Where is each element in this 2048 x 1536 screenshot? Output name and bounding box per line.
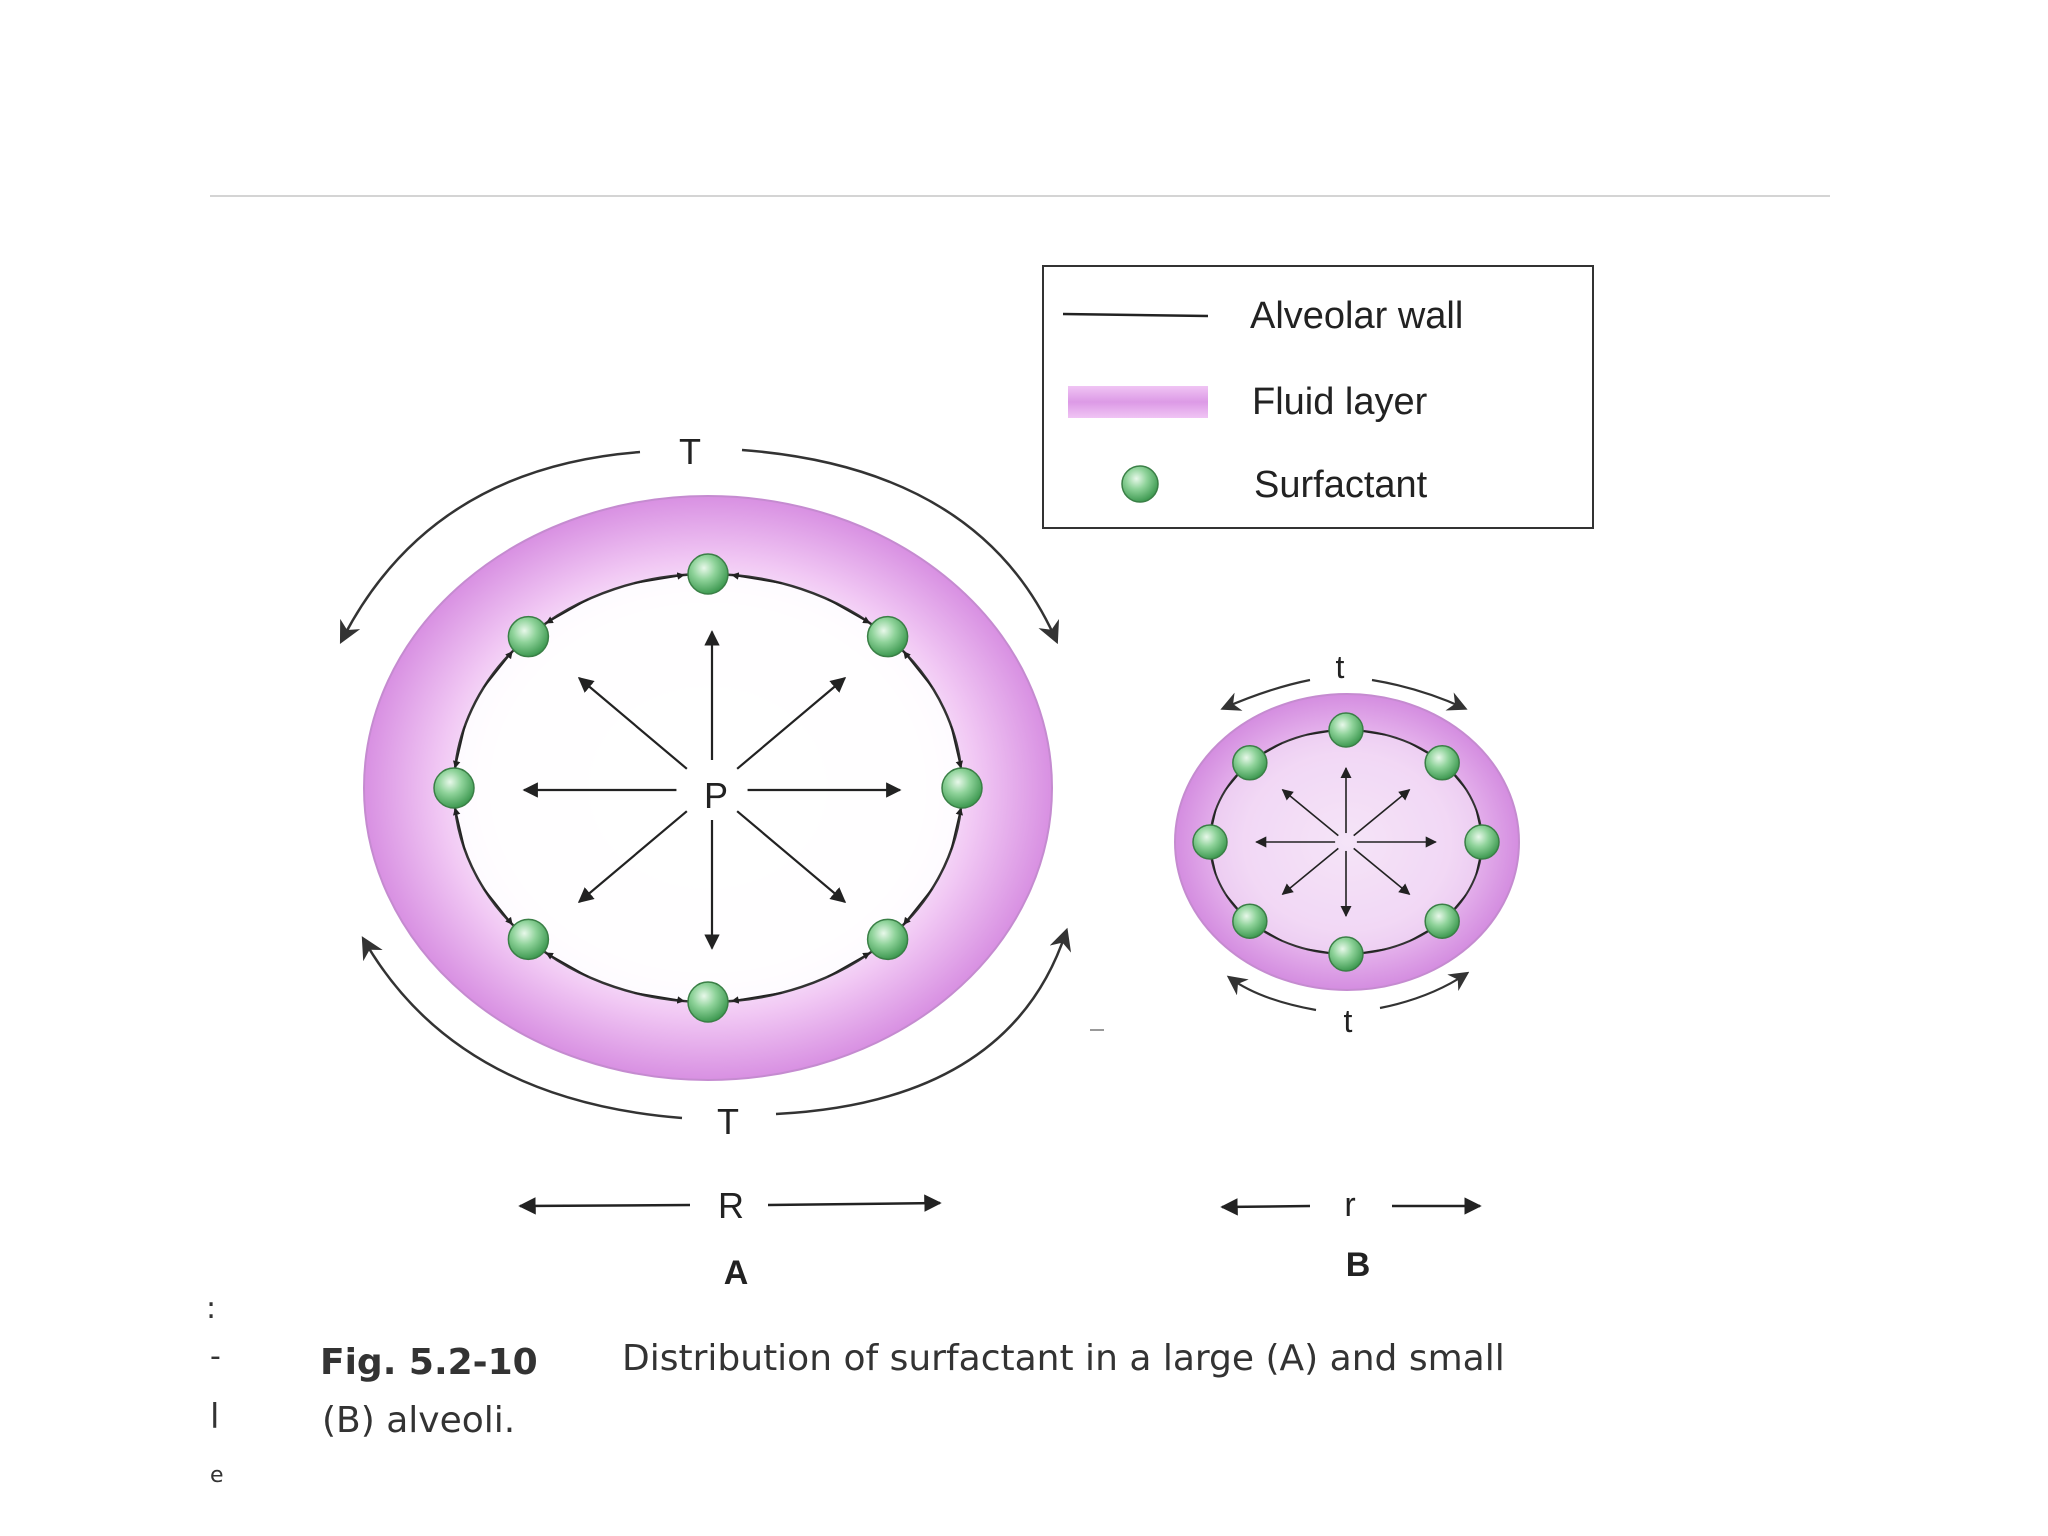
alveolus-b-surfactant xyxy=(1328,712,1364,748)
legend-wall-swatch xyxy=(1062,312,1209,318)
alveolus-b-tension-label-top: t xyxy=(1336,649,1345,685)
alveolus-a-pressure-label: P xyxy=(704,775,728,816)
alveolus-b-radius-label: r xyxy=(1344,1186,1355,1224)
alveolus-a-wall-tension-arrow xyxy=(903,651,933,688)
alveolus-b-tension-arrow-top-right xyxy=(1371,678,1468,711)
alveolus-a-wall-tension-arrow xyxy=(903,888,933,925)
alveolus-a-wall-arrows xyxy=(453,572,963,1004)
alveolus-a-pressure-arrow xyxy=(736,677,847,770)
legend: Alveolar wall Fluid layer Surfactant xyxy=(1042,265,1594,529)
alveolus-a-radius-label: R xyxy=(718,1185,744,1226)
legend-wall-label: Alveolar wall xyxy=(1250,295,1463,337)
alveolus-b-panel-label: B xyxy=(1346,1246,1371,1284)
alveolus-a-wall-tension-arrow xyxy=(634,992,685,1004)
alveolus-b-surfactant xyxy=(1424,903,1460,939)
alveolus-a-tension-label-bottom: T xyxy=(717,1101,739,1142)
alveolus-a-surfactant xyxy=(507,615,550,658)
alveolus-b: t t r B xyxy=(1174,649,1520,1284)
alveolus-b-tension-arrow-top-left xyxy=(1220,678,1311,711)
alveolus-a-wall-tension-arrow xyxy=(453,725,466,769)
caption-line-1: Distribution of surfactant in a large (A… xyxy=(622,1338,1505,1379)
alveolus-a-surfactant xyxy=(433,767,475,809)
alveolus-a-tension-arrow-bottom-left xyxy=(361,936,683,1120)
alveolus-a-wall-tension-arrow xyxy=(827,952,871,978)
alveolus-a-wall-tension-arrow xyxy=(545,952,589,978)
caption-line-2: (B) alveoli. xyxy=(322,1400,515,1441)
alveolus-b-surfactant xyxy=(1464,824,1500,860)
alveolus-a: P T T R A xyxy=(339,431,1072,1292)
alveolus-b-tension-arrow-bottom-right xyxy=(1379,971,1470,1010)
alveolus-a-tension-arrow-top-right xyxy=(741,448,1060,645)
margin-fragments: : - l e xyxy=(206,1291,224,1488)
alveolus-b-surfactant xyxy=(1424,745,1460,781)
alveolus-a-wall-tension-arrow xyxy=(950,725,963,769)
legend-surfactant-label: Surfactant xyxy=(1254,464,1428,506)
alveolus-a-surfactant-group xyxy=(433,553,983,1023)
alveolus-b-pressure-arrow xyxy=(1281,847,1339,895)
alveolus-a-radius-arrow-left xyxy=(518,1197,691,1215)
alveolus-b-pressure-arrow xyxy=(1281,789,1339,837)
alveolus-a-surfactant xyxy=(866,918,909,961)
alveolus-b-pressure-arrow xyxy=(1353,789,1411,837)
alveolus-a-wall-tension-arrow xyxy=(731,572,782,584)
alveolus-b-radius-arrow-left xyxy=(1220,1198,1311,1216)
alveolus-a-wall-tension-arrow xyxy=(731,992,782,1004)
alveolus-b-pressure-arrow xyxy=(1353,847,1411,895)
legend-fluid-swatch xyxy=(1068,386,1208,418)
alveolus-a-wall-tension-arrow xyxy=(483,888,513,925)
margin-fragment-1: : xyxy=(206,1291,216,1326)
alveolus-a-wall-tension-arrow xyxy=(545,598,589,624)
alveolus-b-surfactant xyxy=(1192,824,1228,860)
legend-surfactant-swatch xyxy=(1121,465,1159,503)
alveolus-b-pressure-arrows xyxy=(1255,766,1437,918)
alveolus-a-wall-tension-arrow xyxy=(827,598,871,624)
alveolus-a-wall-tension-arrow xyxy=(634,572,685,584)
alveolus-a-surfactant xyxy=(687,981,729,1023)
margin-fragment-2: - xyxy=(210,1339,221,1374)
figure-caption: Fig. 5.2-10 Distribution of surfactant i… xyxy=(320,1338,1505,1441)
alveolus-a-panel-label: A xyxy=(724,1254,749,1292)
caption-number: Fig. 5.2-10 xyxy=(320,1342,538,1383)
alveolus-a-surfactant xyxy=(687,553,729,595)
alveolus-b-surfactant xyxy=(1232,745,1268,781)
alveolus-b-surfactant xyxy=(1232,903,1268,939)
alveolus-b-tension-label-bottom: t xyxy=(1344,1003,1353,1039)
margin-fragment-3: l xyxy=(210,1397,219,1437)
alveolus-b-tension-arrow-bottom-left xyxy=(1226,975,1317,1012)
alveolus-a-wall-tension-arrow xyxy=(483,651,513,688)
alveolus-a-tension-arrow-top-left xyxy=(339,450,641,645)
alveolus-a-pressure-arrow xyxy=(577,677,688,770)
alveolus-a-wall-tension-arrow xyxy=(453,807,466,851)
alveolus-a-surfactant xyxy=(866,615,909,658)
alveolus-a-surfactant xyxy=(507,918,550,961)
alveolus-a-surfactant xyxy=(941,767,983,809)
alveolus-b-surfactant-group xyxy=(1192,712,1500,972)
alveolus-a-pressure-arrow xyxy=(577,810,688,903)
alveolus-a-tension-arrow-bottom-right xyxy=(775,927,1072,1116)
alveolus-a-pressure-arrow xyxy=(736,810,847,903)
alveolus-b-surfactant xyxy=(1328,936,1364,972)
alveolus-a-wall-tension-arrow xyxy=(950,807,963,851)
margin-fragment-4: e xyxy=(210,1463,224,1488)
alveolus-a-tension-label-top: T xyxy=(679,431,701,472)
alveolus-a-radius-arrow-right xyxy=(767,1194,942,1212)
alveolus-a-pressure-arrows xyxy=(522,630,902,950)
legend-fluid-label: Fluid layer xyxy=(1252,381,1428,423)
